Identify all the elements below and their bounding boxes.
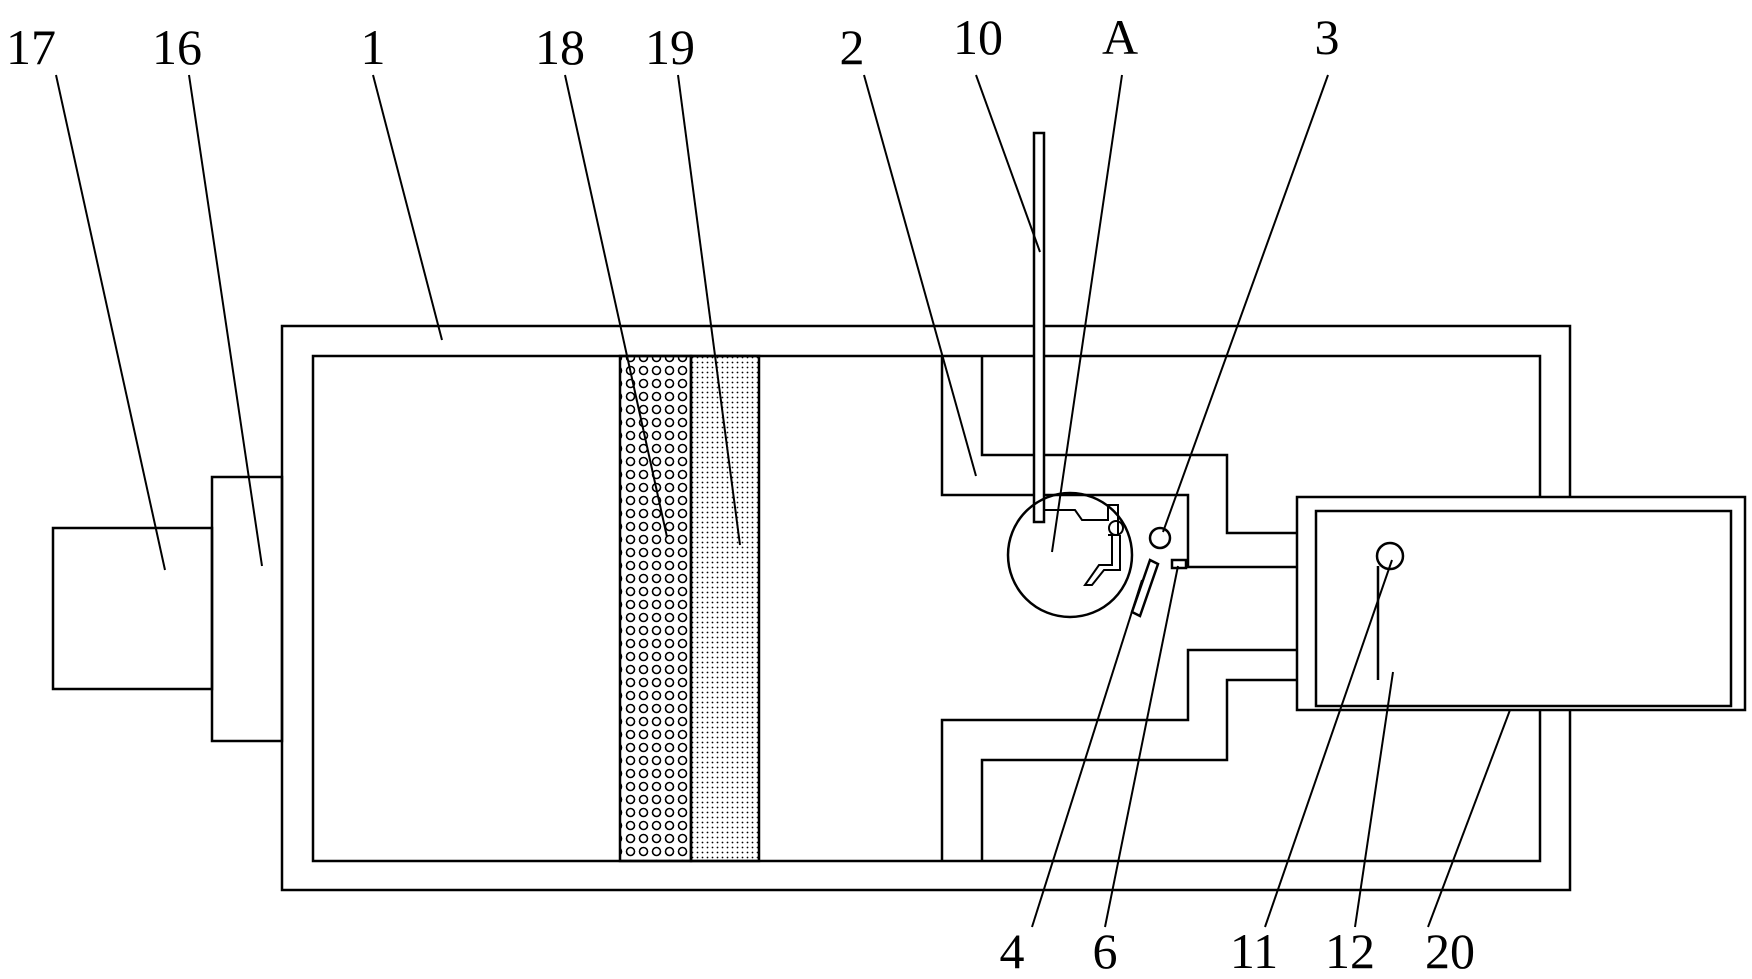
channel-wall-outer-bottom — [940, 648, 1297, 861]
label-4: 4 — [1000, 923, 1025, 979]
label-12: 12 — [1325, 923, 1375, 979]
label-18: 18 — [535, 19, 585, 75]
leader-10 — [975, 74, 1041, 253]
flap-4 — [1130, 558, 1160, 618]
leader-11 — [1264, 559, 1393, 928]
label-19: 19 — [645, 19, 695, 75]
label-2: 2 — [840, 19, 865, 75]
label-3: 3 — [1315, 9, 1340, 65]
leader-12 — [1354, 671, 1394, 928]
motor-17 — [51, 526, 214, 691]
leader-6 — [1104, 565, 1179, 928]
filter-layer-18 — [618, 354, 693, 863]
channel-wall-inner-top — [980, 356, 1297, 535]
collection-box-20-outer — [1295, 495, 1747, 712]
roller-11 — [1375, 541, 1405, 571]
label-17: 17 — [6, 19, 56, 75]
filter-layer-19 — [689, 354, 761, 863]
leader-4 — [1031, 579, 1143, 928]
label-11: 11 — [1230, 923, 1278, 979]
detail-pin — [1108, 520, 1124, 536]
lever-10 — [1032, 131, 1046, 524]
leader-3 — [1162, 74, 1329, 533]
leader-19 — [677, 74, 741, 546]
leader-16 — [188, 74, 263, 567]
pivot-3 — [1148, 526, 1172, 550]
detail-hook — [1083, 535, 1121, 586]
channel-wall-inner-bottom — [980, 678, 1297, 861]
connector-16 — [210, 475, 284, 743]
leader-17 — [55, 74, 166, 571]
label-6: 6 — [1093, 923, 1118, 979]
label-1: 1 — [361, 19, 386, 75]
collection-box-20-inner — [1314, 509, 1733, 708]
label-20: 20 — [1425, 923, 1475, 979]
label-10: 10 — [953, 9, 1003, 65]
leader-a — [1051, 74, 1123, 553]
channel-wall-outer-top — [940, 356, 1297, 569]
label-16: 16 — [152, 19, 202, 75]
stop-6 — [1170, 558, 1188, 570]
leader-20 — [1427, 709, 1511, 928]
detail-circle-a — [1006, 491, 1134, 619]
leader-1 — [372, 74, 443, 341]
leader-18 — [564, 74, 668, 538]
leader-2 — [863, 74, 977, 477]
detail-latch — [1044, 504, 1119, 536]
label-a: A — [1102, 9, 1138, 65]
